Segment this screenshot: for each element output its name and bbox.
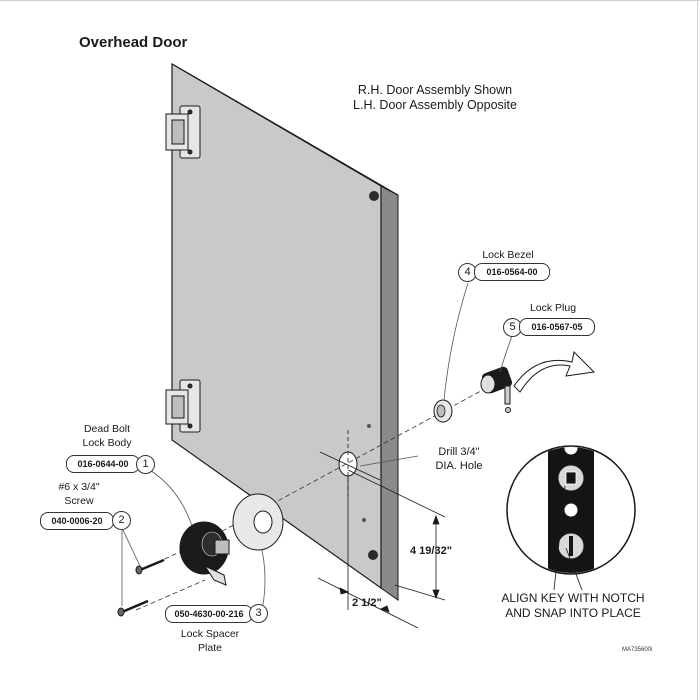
part-number-screw: 040-0006-20 (40, 512, 114, 530)
lock-bezel-label: Lock Bezel (482, 249, 534, 261)
lock-spacer-label-line-2: Plate (198, 642, 222, 654)
part-number-lock-spacer-plate: 050-4630-00-216 (165, 605, 253, 623)
callout-2: 2 (112, 511, 131, 530)
hinge-bottom (165, 379, 201, 433)
screw-lower (117, 599, 149, 617)
assembly-note-line-1: R.H. Door Assembly Shown (357, 83, 513, 97)
door-face (171, 62, 382, 590)
drill-note-line-2: DIA. Hole (435, 460, 483, 472)
screw-label-line-1: #6 x 3/4" (58, 481, 100, 493)
door-screw-hole-lower (362, 518, 366, 522)
lock-plug-label: Lock Plug (529, 302, 577, 314)
dead-bolt-lock-body-drawing (179, 521, 230, 586)
door-edge (380, 185, 399, 601)
align-note-line-1: ALIGN KEY WITH NOTCH (501, 591, 645, 605)
callout-3: 3 (249, 604, 268, 623)
leader-lines (121, 282, 513, 611)
door-bumper-top (369, 191, 379, 201)
drill-crosshair (319, 430, 381, 496)
drill-note-line-1: Drill 3/4" (438, 446, 480, 458)
door-screw-hole (367, 424, 371, 428)
page-title: Overhead Door (79, 34, 188, 51)
callout-1: 1 (136, 455, 155, 474)
zoom-detail (506, 350, 636, 591)
dead-bolt-label-line-2: Lock Body (82, 437, 132, 449)
lock-spacer-plate-drawing (232, 493, 284, 551)
lock-plug-drawing (480, 366, 513, 413)
frame-top-line (0, 0, 700, 1)
dead-bolt-label-line-1: Dead Bolt (83, 423, 131, 435)
assembly-note-line-2: L.H. Door Assembly Opposite (353, 98, 517, 112)
align-note-line-2: AND SNAP INTO PLACE (505, 606, 641, 620)
part-number-lock-bezel: 016-0564-00 (474, 263, 550, 281)
hinge-top (165, 105, 201, 159)
zoom-arrow (513, 350, 596, 393)
screw-label-line-2: Screw (64, 495, 94, 507)
part-number-dead-bolt-lock-body: 016-0644-00 (66, 455, 140, 473)
part-number-lock-plug: 016-0567-05 (519, 318, 595, 336)
screw-upper (135, 558, 165, 575)
dimension-horizontal: 2 1/2" (352, 597, 382, 609)
door-bumper-bottom (368, 550, 378, 560)
lock-spacer-label-line-1: Lock Spacer (180, 628, 240, 640)
dimension-lines (317, 469, 446, 629)
figure-code: MA735600i (622, 647, 653, 653)
frame-right-line (697, 0, 698, 700)
dimension-vertical: 4 19/32" (410, 545, 452, 557)
door-panel (171, 62, 399, 601)
lock-bezel-drawing (433, 399, 453, 423)
